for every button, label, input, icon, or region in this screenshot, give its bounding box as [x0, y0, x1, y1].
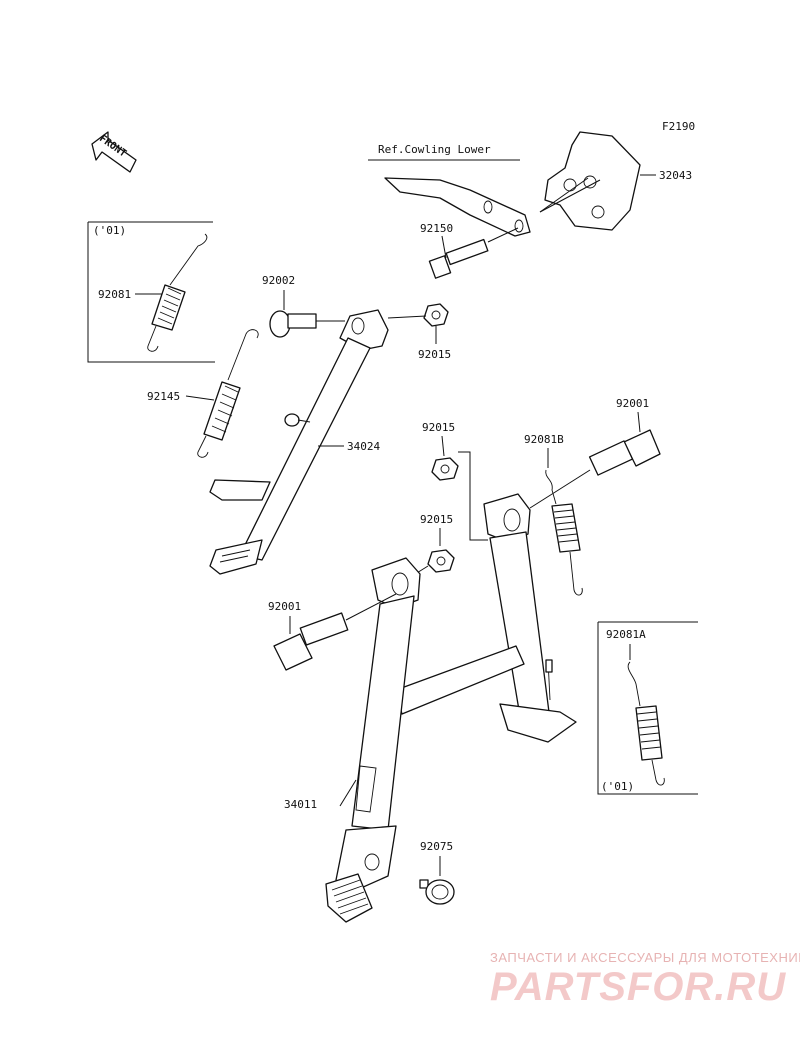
inset-left-variant: ('01)	[93, 224, 126, 237]
callout-92081a: 92081A	[606, 628, 646, 641]
side-stand-34024: 34024	[209, 309, 389, 575]
bracket-32043: 32043	[539, 131, 692, 231]
ref-note: Ref.Cowling Lower	[378, 143, 491, 156]
callout-92081: 92081	[98, 288, 131, 301]
callout-34024: 34024	[347, 440, 380, 453]
callout-92075: 92075	[420, 840, 453, 853]
nut-92015-mid: 92015	[422, 421, 488, 541]
front-arrow-icon: FRONT	[91, 131, 137, 173]
callout-92081b: 92081B	[524, 433, 564, 446]
callout-34011: 34011	[284, 798, 317, 811]
watermark: ЗАПЧАСТИ И АКСЕССУАРЫ ДЛЯ МОТОТЕХНИКИ PA…	[490, 950, 800, 1009]
inset-right: 92081A ('01)	[597, 621, 698, 795]
callout-92001-left: 92001	[268, 600, 301, 613]
callout-92002: 92002	[262, 274, 295, 287]
stopper-92075: 92075	[419, 840, 455, 905]
watermark-brand: PARTSFOR.RU	[490, 965, 786, 1009]
callout-92015-mid: 92015	[422, 421, 455, 434]
callout-92015-upper: 92015	[418, 348, 451, 361]
cowling-lower-ref: Ref.Cowling Lower	[368, 143, 531, 237]
watermark-tagline: ЗАПЧАСТИ И АКСЕССУАРЫ ДЛЯ МОТОТЕХНИКИ	[490, 950, 800, 965]
inset-left: ('01) 92081	[87, 221, 215, 363]
nut-92015-lower: 92015	[411, 513, 455, 577]
callout-92150: 92150	[420, 222, 453, 235]
callout-32043: 32043	[659, 169, 692, 182]
main-stand-34011: 34011	[284, 493, 577, 923]
spring-92081b: 92081B	[524, 433, 583, 596]
bolt-92001-right: 92001	[529, 397, 661, 509]
bolt-92001-left: 92001	[268, 593, 397, 671]
nut-92015-upper: 92015	[387, 303, 451, 361]
bolt-92002: 92002	[262, 274, 345, 338]
callout-92145: 92145	[147, 390, 180, 403]
inset-right-variant: ('01)	[601, 780, 634, 793]
callout-92001-right: 92001	[616, 397, 649, 410]
spring-92145: 92145	[147, 329, 259, 458]
figure-code: F2190	[662, 120, 695, 133]
bolt-92150: 92150	[420, 222, 519, 279]
callout-92015-lower: 92015	[420, 513, 453, 526]
